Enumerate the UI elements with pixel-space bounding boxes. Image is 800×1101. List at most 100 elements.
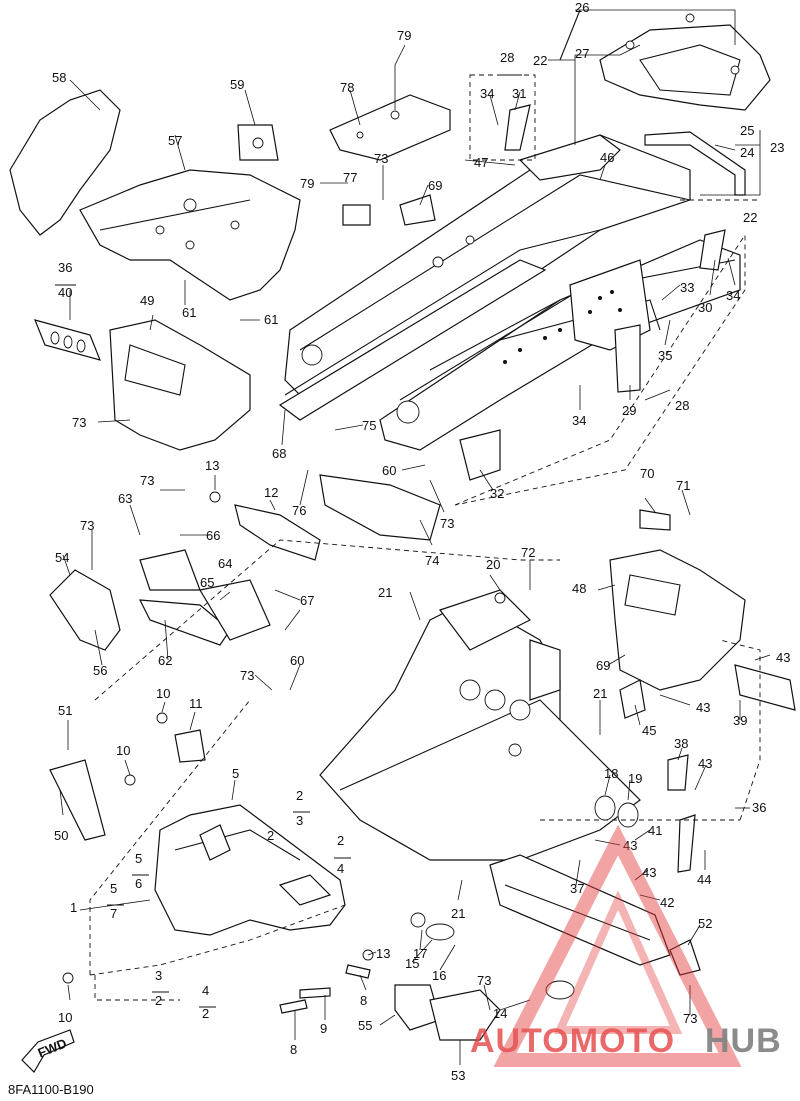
- bracket-69: [399, 194, 436, 226]
- nut-10c: [62, 972, 74, 984]
- label-43-b: 43: [696, 700, 710, 715]
- diagram-part-code: 8FA1100-B190: [8, 1082, 94, 1097]
- bolt-head-10a: [156, 712, 168, 724]
- label-21-c: 21: [451, 906, 465, 921]
- label-21-a: 21: [378, 585, 392, 600]
- label-4-b: 4: [202, 983, 209, 998]
- fwd-arrow-badge: FWD: [21, 1029, 75, 1073]
- label-29: 29: [622, 403, 636, 418]
- label-37: 37: [570, 881, 584, 896]
- label-41: 41: [648, 823, 662, 838]
- label-52: 52: [698, 916, 712, 931]
- label-10-a: 10: [156, 686, 170, 701]
- left-upper-frame: [9, 89, 301, 301]
- label-55: 55: [358, 1018, 372, 1033]
- lower-main-frame: [319, 589, 641, 861]
- label-73-d: 73: [140, 473, 154, 488]
- label-56: 56: [93, 663, 107, 678]
- label-34-right: 34: [726, 288, 740, 303]
- label-73-b: 73: [72, 415, 86, 430]
- label-63: 63: [118, 491, 132, 506]
- bracket-31: [504, 104, 531, 151]
- bracket-11: [174, 729, 206, 763]
- watermark: AUTOMOTO HUB: [470, 824, 781, 1067]
- bracket-12: [234, 504, 321, 561]
- label-14: 14: [493, 1006, 507, 1021]
- label-36-right: 36: [752, 800, 766, 815]
- bushing-17: [410, 912, 426, 928]
- bracket-64: [199, 579, 271, 641]
- label-5-c: 5: [110, 881, 117, 896]
- label-22-top: 22: [533, 53, 547, 68]
- plate-29: [614, 324, 641, 393]
- label-22-right: 22: [743, 210, 757, 225]
- bracket-55: [394, 984, 441, 1031]
- label-51: 51: [58, 703, 72, 718]
- plate-74: [319, 474, 441, 541]
- label-7: 7: [110, 906, 117, 921]
- label-34-mid: 34: [572, 413, 586, 428]
- bushing-15: [425, 923, 455, 941]
- label-67: 67: [300, 593, 314, 608]
- bolt-8b: [345, 964, 371, 979]
- label-26: 26: [575, 0, 589, 15]
- label-3-a: 3: [296, 813, 303, 828]
- label-10-c: 10: [58, 1010, 72, 1025]
- label-9: 9: [320, 1021, 327, 1036]
- label-12: 12: [264, 485, 278, 500]
- label-65: 65: [200, 575, 214, 590]
- label-61-a: 61: [182, 305, 196, 320]
- bracket-52: [669, 939, 701, 976]
- label-73-h: 73: [477, 973, 491, 988]
- bracket-70: [639, 509, 671, 531]
- label-3-b: 3: [155, 968, 162, 983]
- plate-39: [734, 664, 796, 711]
- label-69: 69: [596, 658, 610, 673]
- label-72: 72: [521, 545, 535, 560]
- label-10-b: 10: [116, 743, 130, 758]
- label-2-d: 2: [155, 993, 162, 1008]
- label-73-c: 73: [440, 516, 454, 531]
- label-73-a: 73: [374, 151, 388, 166]
- bracket-32: [459, 429, 501, 481]
- label-54: 54: [55, 550, 69, 565]
- label-20: 20: [486, 557, 500, 572]
- label-2-a: 2: [296, 788, 303, 803]
- label-4-a: 4: [337, 861, 344, 876]
- label-57: 57: [168, 133, 182, 148]
- label-46: 46: [600, 150, 614, 165]
- label-32: 32: [490, 486, 504, 501]
- label-35: 35: [658, 348, 672, 363]
- label-18: 18: [604, 766, 618, 781]
- label-39: 39: [733, 713, 747, 728]
- part-labels: 26 27 22 28 34 31 47 46 25 23 24 22 79 7…: [52, 0, 790, 1083]
- label-60-b: 60: [290, 653, 304, 668]
- label-44: 44: [697, 872, 711, 887]
- label-75: 75: [362, 418, 376, 433]
- label-58: 58: [52, 70, 66, 85]
- label-23: 23: [770, 140, 784, 155]
- label-21-b: 21: [593, 686, 607, 701]
- label-73-e: 73: [80, 518, 94, 533]
- skid-guard-49: [109, 319, 251, 451]
- label-60-a: 60: [382, 463, 396, 478]
- label-13-a: 13: [205, 458, 219, 473]
- label-71: 71: [676, 478, 690, 493]
- label-45: 45: [642, 723, 656, 738]
- nut-13: [209, 491, 221, 503]
- label-76: 76: [292, 503, 306, 518]
- label-24: 24: [740, 145, 754, 160]
- label-2-e: 2: [202, 1006, 209, 1021]
- bracket-45: [619, 679, 646, 719]
- bracket-54: [49, 569, 121, 651]
- label-40: 40: [58, 285, 72, 300]
- bolt-8a: [279, 999, 308, 1014]
- label-16: 16: [432, 968, 446, 983]
- label-77: 77: [343, 170, 357, 185]
- label-11: 11: [189, 696, 203, 711]
- label-47: 47: [474, 155, 488, 170]
- bracket-30: [699, 229, 726, 271]
- label-43-c: 43: [698, 756, 712, 771]
- bolt-9: [299, 987, 331, 999]
